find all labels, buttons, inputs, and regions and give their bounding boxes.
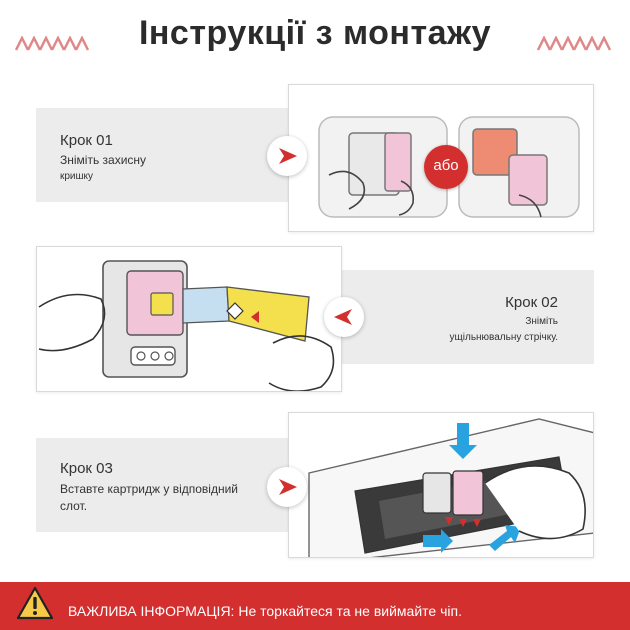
arrow-right-icon xyxy=(279,148,297,164)
page-title: Інструкції з монтажу xyxy=(138,14,492,52)
chevron-right-decoration xyxy=(536,36,614,52)
or-label: або xyxy=(433,157,459,174)
step-3-desc-line1: Вставте картридж у відповідний xyxy=(60,482,238,496)
step-1-arrow-button xyxy=(267,136,307,176)
step-3-image xyxy=(288,412,594,558)
step-1-desc-line1: Зніміть захисну xyxy=(60,153,147,167)
warning-icon xyxy=(16,586,54,620)
or-badge: або xyxy=(424,145,468,189)
step-1-image: або xyxy=(288,84,594,232)
step-3-title: Крок 03 xyxy=(60,460,113,477)
important-info-text: ВАЖЛИВА ІНФОРМАЦІЯ: Не торкайтеся та не … xyxy=(68,603,462,619)
step-2-title: Крок 02 xyxy=(505,294,558,311)
important-info-banner: ВАЖЛИВА ІНФОРМАЦІЯ: Не торкайтеся та не … xyxy=(0,582,630,630)
step-3-desc-line2: слот. xyxy=(60,499,88,513)
step-3-arrow-button xyxy=(267,467,307,507)
arrow-left-icon xyxy=(334,309,352,325)
step-2-desc-line1: Зніміть xyxy=(525,316,558,327)
step-2-desc-line2: ущільнювальну стрічку. xyxy=(449,332,558,343)
step-1-panel: Крок 01 Зніміть захисну кришку xyxy=(36,108,298,202)
step-1-title: Крок 01 xyxy=(60,132,113,149)
step-3-panel: Крок 03 Вставте картридж у відповідний с… xyxy=(36,438,298,532)
step-2-arrow-button xyxy=(324,297,364,337)
step-2-panel: Крок 02 Зніміть ущільнювальну стрічку. xyxy=(336,270,594,364)
step-1-desc-line2: кришку xyxy=(60,171,94,182)
step-2-image xyxy=(36,246,342,392)
arrow-right-icon xyxy=(279,479,297,495)
chevron-left-decoration xyxy=(14,36,92,52)
